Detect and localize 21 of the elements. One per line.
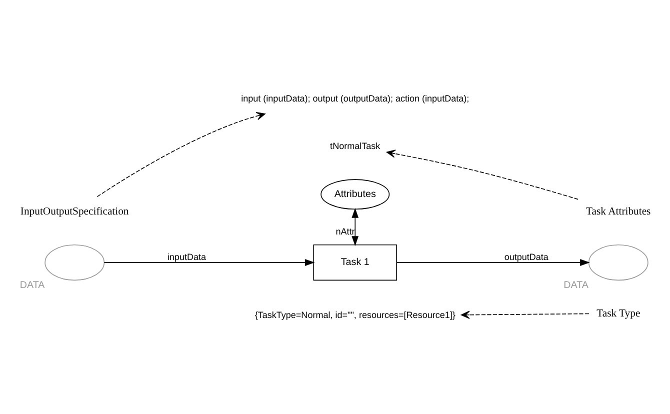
- node-label: DATA: [564, 280, 588, 291]
- edge-label: nAttr: [336, 226, 355, 236]
- node-ellipse: [588, 244, 648, 280]
- node-ellipse: Attributes: [320, 178, 390, 210]
- node-text: input (inputData); output (outputData); action (inputData);: [241, 92, 470, 103]
- node-text: Task Attributes: [586, 204, 651, 217]
- arrow: [460, 310, 590, 318]
- arrow: [386, 149, 578, 200]
- node-text: tNormalTask: [330, 140, 380, 151]
- edge-label: inputData: [167, 251, 206, 262]
- arrow: [396, 258, 590, 266]
- node-text: {TaskType=Normal, id="", resources=[Resource1]}: [254, 310, 456, 320]
- node-box: Task 1: [313, 244, 398, 280]
- node-text: Task Type: [596, 306, 640, 319]
- node-ellipse: [44, 244, 105, 280]
- edge-label: outputData: [504, 251, 548, 262]
- arrow: [104, 258, 315, 266]
- node-label: DATA: [20, 280, 45, 291]
- arrow: [96, 112, 266, 197]
- node-text: InputOutputSpecification: [20, 204, 129, 217]
- arrow: [352, 208, 359, 246]
